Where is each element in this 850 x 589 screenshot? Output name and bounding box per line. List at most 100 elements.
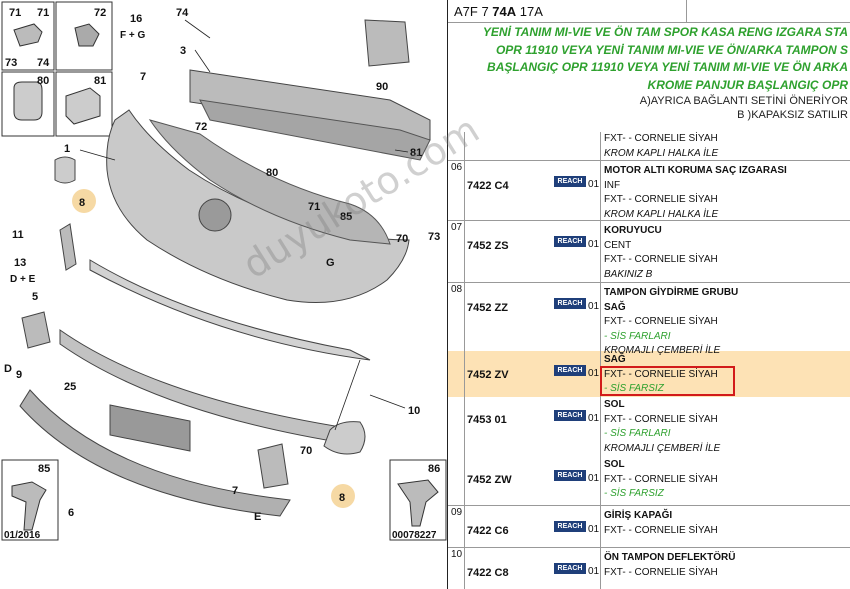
- label-72: 72: [94, 7, 106, 19]
- label-74: 74: [37, 57, 50, 69]
- label-de: D + E: [10, 274, 36, 285]
- label-81-right: 81: [410, 147, 422, 159]
- reference[interactable]: 7453 01: [467, 414, 507, 426]
- label-8-bottom: 8: [339, 492, 345, 504]
- group-number: 07: [451, 222, 463, 233]
- reach-badge: REACH: [554, 410, 586, 421]
- label-1: 1: [64, 143, 70, 155]
- clip-80: [13, 81, 43, 121]
- label-13: 13: [14, 257, 26, 269]
- reach-badge: REACH: [554, 176, 586, 187]
- label-date: 01/2016: [4, 530, 41, 541]
- parts-panel: A7F 7 74A 17A YENİ TANIM MI-VIE VE ÖN TA…: [448, 0, 850, 589]
- label-7-top: 7: [140, 71, 146, 83]
- bracket-13: [59, 223, 77, 271]
- label-70-bottom: 70: [300, 445, 312, 457]
- bracket-d: [21, 311, 51, 349]
- badge-11: [54, 156, 76, 184]
- label-25: 25: [64, 381, 76, 393]
- label-d: D: [4, 363, 12, 375]
- label-90: 90: [376, 81, 388, 93]
- part-code-header: A7F 7 74A 17A: [448, 0, 850, 23]
- inset-85: [1, 459, 59, 541]
- clip-71: [13, 23, 43, 47]
- label-9: 9: [16, 369, 22, 381]
- label-86-inset: 86: [428, 463, 440, 475]
- inset-81: [55, 71, 113, 137]
- quantity: 01: [588, 524, 600, 535]
- label-70-right: 70: [396, 233, 408, 245]
- grille-25: [109, 404, 191, 452]
- bracket-e: [257, 443, 289, 489]
- reference[interactable]: 7422 C8: [467, 567, 509, 579]
- quantity: 01: [588, 301, 600, 312]
- clip-86: [397, 479, 439, 527]
- selected-box: [600, 366, 735, 396]
- label-e: E: [254, 511, 261, 523]
- quantity: 01: [588, 179, 600, 190]
- reach-badge: REACH: [554, 563, 586, 574]
- quantity: 01: [588, 239, 600, 250]
- label-g: G: [326, 257, 335, 269]
- reference[interactable]: 7422 C6: [467, 525, 509, 537]
- callout-8-bottom: [331, 484, 355, 508]
- label-3: 3: [180, 45, 186, 57]
- label-80-mid: 80: [266, 167, 278, 179]
- clip-81: [65, 87, 101, 125]
- label-71-mid: 71: [308, 201, 320, 213]
- exploded-view: 71 71 72 73 74 80 81 16 F + G 74 3 90 7 …: [1, 1, 447, 541]
- quantity: 01: [588, 473, 600, 484]
- label-11: 11: [12, 229, 24, 241]
- reach-badge: REACH: [554, 298, 586, 309]
- label-71: 71: [9, 7, 21, 19]
- reach-badge: REACH: [554, 365, 586, 376]
- label-73-right: 73: [428, 231, 440, 243]
- emblem: [198, 198, 232, 232]
- group-number: 06: [451, 162, 463, 173]
- inset-80: [1, 71, 55, 137]
- front-bumper: [106, 109, 410, 303]
- label-72-mid: 72: [195, 121, 207, 133]
- highlighted-row: [448, 351, 850, 397]
- reach-badge: REACH: [554, 236, 586, 247]
- label-5: 5: [32, 291, 38, 303]
- label-fg: F + G: [120, 30, 146, 41]
- reach-badge: REACH: [554, 470, 586, 481]
- label-10: 10: [408, 405, 420, 417]
- label-16: 16: [130, 13, 142, 25]
- group-number: 10: [451, 549, 463, 560]
- reference[interactable]: 7452 ZZ: [467, 302, 508, 314]
- quantity: 01: [588, 368, 600, 379]
- label-85-inset: 85: [38, 463, 50, 475]
- reference[interactable]: 7452 ZS: [467, 240, 509, 252]
- label-7-bottom: 7: [232, 485, 238, 497]
- lower-strip-5: [89, 259, 371, 361]
- group-number: 09: [451, 507, 463, 518]
- label-6: 6: [68, 507, 74, 519]
- quantity: 01: [588, 566, 600, 577]
- group-number: 08: [451, 284, 463, 295]
- notes: YENİ TANIM MI-VIE VE ÖN TAM SPOR KASA RE…: [482, 25, 848, 121]
- inset-71-73: [1, 1, 55, 71]
- clip-72: [74, 23, 100, 47]
- label-80: 80: [37, 75, 49, 87]
- inset-86: [389, 459, 447, 541]
- reach-badge: REACH: [554, 521, 586, 532]
- callout-8-top: [72, 189, 96, 213]
- reference[interactable]: 7452 ZV: [467, 369, 509, 381]
- label-73: 73: [5, 57, 17, 69]
- reference[interactable]: 7452 ZW: [467, 474, 512, 486]
- label-74-top: 74: [176, 7, 189, 19]
- label-81: 81: [94, 75, 106, 87]
- fog-cover: [323, 421, 366, 455]
- label-ref: 00078227: [392, 530, 437, 541]
- clip-85: [11, 481, 47, 531]
- reference[interactable]: 7422 C4: [467, 180, 509, 192]
